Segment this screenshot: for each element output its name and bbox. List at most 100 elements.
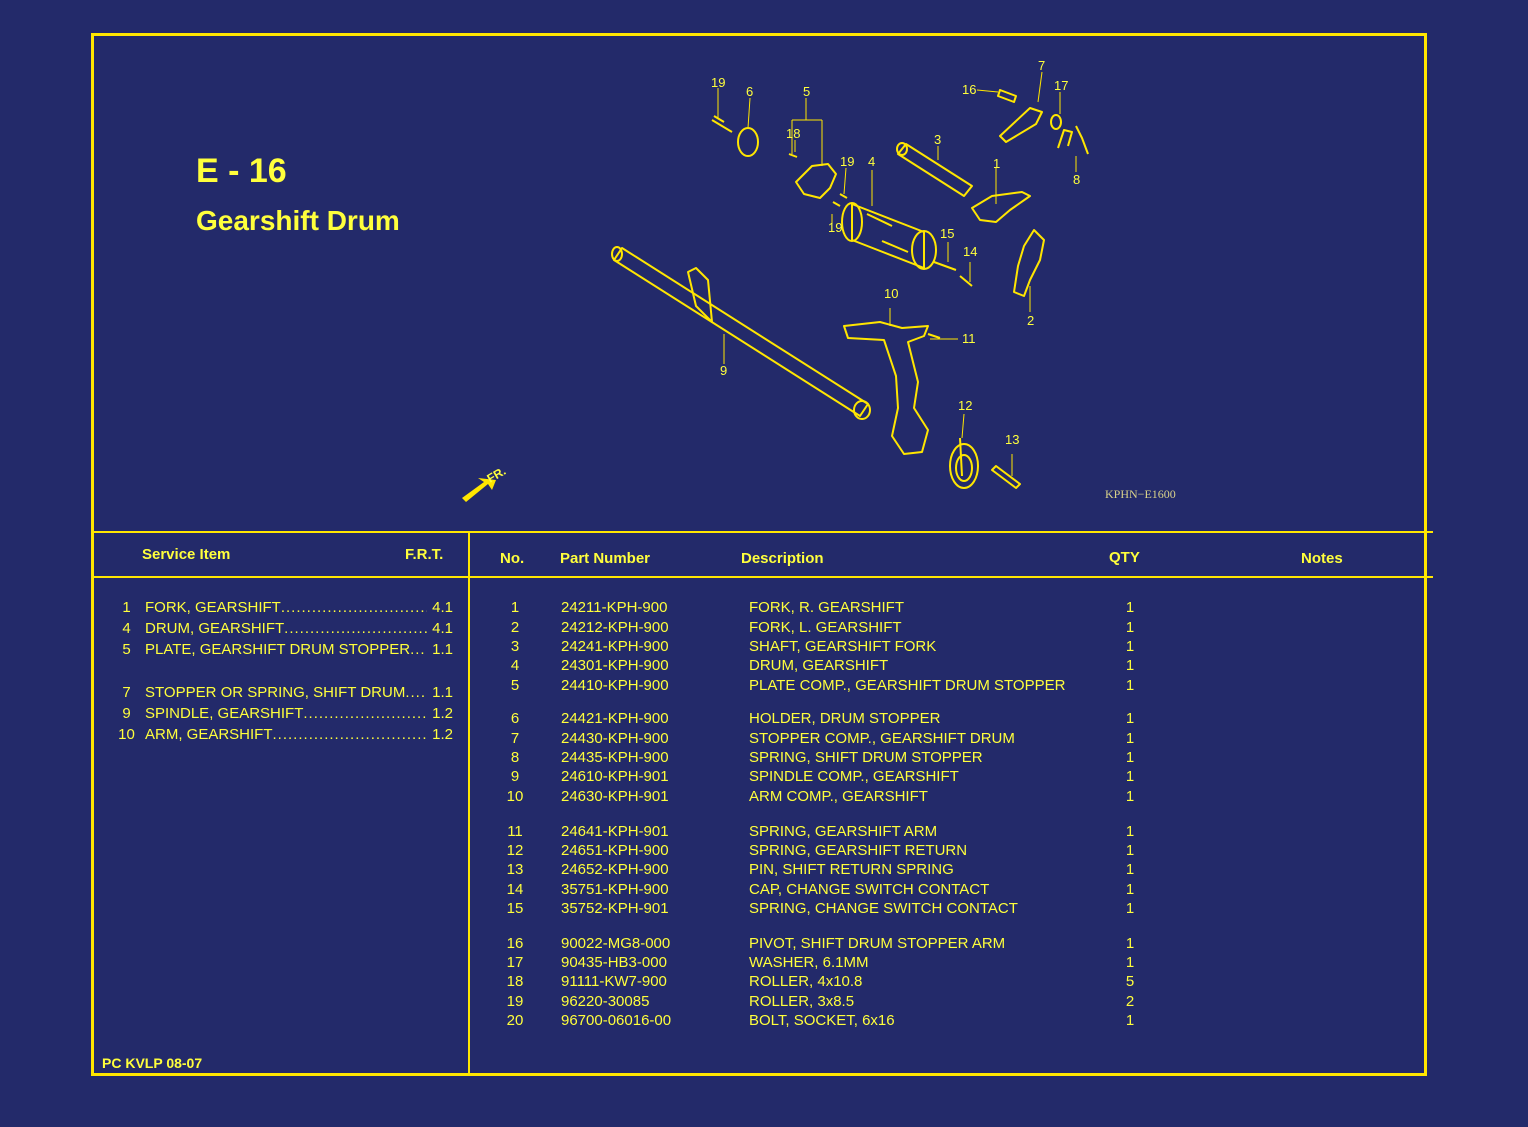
callout-10: 10 bbox=[884, 286, 898, 301]
callout-16: 16 bbox=[962, 82, 976, 97]
part-qty: 1 bbox=[1125, 788, 1135, 805]
callout-12: 12 bbox=[958, 398, 972, 413]
no-header: No. bbox=[500, 550, 525, 567]
service-name: ARM, GEARSHIFT bbox=[145, 726, 273, 743]
parts-row: 14 35751-KPH-900 CAP, CHANGE SWITCH CONTAC… bbox=[470, 881, 1428, 901]
service-no: 1 bbox=[122, 599, 131, 616]
service-row: 4 DRUM, GEARSHIFT.......................… bbox=[108, 620, 453, 640]
qty-header: QTY bbox=[1109, 549, 1140, 566]
callout-6: 6 bbox=[746, 84, 753, 99]
callout-11: 11 bbox=[962, 331, 976, 346]
callout-19a: 19 bbox=[840, 154, 854, 169]
part-qty: 1 bbox=[1125, 710, 1135, 727]
part-description: ARM COMP., GEARSHIFT bbox=[749, 788, 928, 805]
part-number: 24301-KPH-900 bbox=[561, 657, 669, 674]
description-header: Description bbox=[741, 550, 824, 567]
callout-17: 17 bbox=[1054, 78, 1068, 93]
return-spring-part bbox=[949, 437, 979, 489]
part-no: 15 bbox=[506, 900, 524, 917]
part-qty: 1 bbox=[1125, 638, 1135, 655]
part-qty: 1 bbox=[1125, 842, 1135, 859]
frt-header: F.R.T. bbox=[405, 546, 444, 563]
page-frame bbox=[91, 33, 1427, 1076]
callout-14: 14 bbox=[963, 244, 977, 259]
service-frt: 1.2 bbox=[432, 726, 453, 743]
part-no: 10 bbox=[506, 788, 524, 805]
drum-stopper-holder-part bbox=[737, 127, 759, 157]
fork-l-part bbox=[1013, 229, 1045, 297]
part-qty: 1 bbox=[1125, 900, 1135, 917]
part-description: SPRING, CHANGE SWITCH CONTACT bbox=[749, 900, 1018, 917]
part-number: 24430-KPH-900 bbox=[561, 730, 669, 747]
part-number: 35751-KPH-900 bbox=[561, 881, 669, 898]
part-number: 96700-06016-00 bbox=[561, 1012, 672, 1029]
part-qty: 1 bbox=[1125, 954, 1135, 971]
part-no: 14 bbox=[506, 881, 524, 898]
part-number: 24211-KPH-900 bbox=[561, 599, 668, 616]
part-qty: 1 bbox=[1125, 730, 1135, 747]
part-no: 19 bbox=[506, 993, 524, 1010]
part-description: SPINDLE COMP., GEARSHIFT bbox=[749, 768, 959, 785]
callout-18: 18 bbox=[786, 126, 800, 141]
service-row: 10 ARM, GEARSHIFT.......................… bbox=[108, 726, 453, 746]
part-description: PLATE COMP., GEARSHIFT DRUM STOPPER bbox=[749, 677, 1066, 694]
service-name: STOPPER OR SPRING, SHIFT DRUM bbox=[145, 684, 406, 701]
part-description: ROLLER, 3x8.5 bbox=[749, 993, 855, 1010]
part-number: 24421-KPH-900 bbox=[561, 710, 669, 727]
stopper-plate-part bbox=[795, 163, 837, 199]
part-qty: 1 bbox=[1125, 881, 1135, 898]
gearshift-arm-part bbox=[843, 321, 929, 455]
pivot-part bbox=[997, 89, 1017, 103]
drum-stopper-part bbox=[999, 107, 1043, 143]
publication-code: PC KVLP 08-07 bbox=[102, 1055, 203, 1071]
service-frt: 4.1 bbox=[432, 599, 453, 616]
part-no: 11 bbox=[507, 823, 523, 840]
part-number: 24610-KPH-901 bbox=[561, 768, 669, 785]
service-name: PLATE, GEARSHIFT DRUM STOPPER bbox=[145, 641, 411, 658]
part-qty: 1 bbox=[1125, 768, 1135, 785]
callout-4: 4 bbox=[868, 154, 875, 169]
callout-20: 19 bbox=[711, 75, 725, 90]
service-frt: 4.1 bbox=[432, 620, 453, 637]
part-no: 17 bbox=[506, 954, 524, 971]
part-number: 24641-KPH-901 bbox=[561, 823, 669, 840]
service-no: 5 bbox=[122, 641, 131, 658]
part-no: 18 bbox=[506, 973, 524, 990]
part-description: CAP, CHANGE SWITCH CONTACT bbox=[749, 881, 990, 898]
part-description: STOPPER COMP., GEARSHIFT DRUM bbox=[749, 730, 1015, 747]
service-frt: 1.1 bbox=[432, 684, 453, 701]
part-no: 12 bbox=[506, 842, 524, 859]
notes-header: Notes bbox=[1301, 550, 1343, 567]
spindle-part bbox=[611, 246, 871, 420]
part-description: SPRING, GEARSHIFT RETURN bbox=[749, 842, 968, 859]
part-no: 13 bbox=[506, 861, 524, 878]
part-qty: 5 bbox=[1125, 973, 1135, 990]
part-no: 16 bbox=[506, 935, 524, 952]
part-qty: 1 bbox=[1125, 861, 1135, 878]
front-arrow-icon: FR. bbox=[462, 464, 508, 502]
callout-5: 5 bbox=[803, 84, 810, 99]
drum-part bbox=[841, 202, 937, 270]
part-description: SHAFT, GEARSHIFT FORK bbox=[749, 638, 937, 655]
part-no: 1 bbox=[510, 599, 520, 616]
service-no: 4 bbox=[122, 620, 131, 637]
callout-3: 3 bbox=[934, 132, 941, 147]
callout-2: 2 bbox=[1027, 313, 1034, 328]
service-name: SPINDLE, GEARSHIFT bbox=[145, 705, 304, 722]
part-no: 20 bbox=[506, 1012, 524, 1029]
callout-7: 7 bbox=[1038, 58, 1045, 73]
part-number: 35752-KPH-901 bbox=[561, 900, 669, 917]
service-no: 7 bbox=[122, 684, 131, 701]
fork-r-part bbox=[971, 191, 1031, 223]
arm-spring-part bbox=[927, 333, 941, 339]
part-number: 96220-30085 bbox=[561, 993, 650, 1010]
